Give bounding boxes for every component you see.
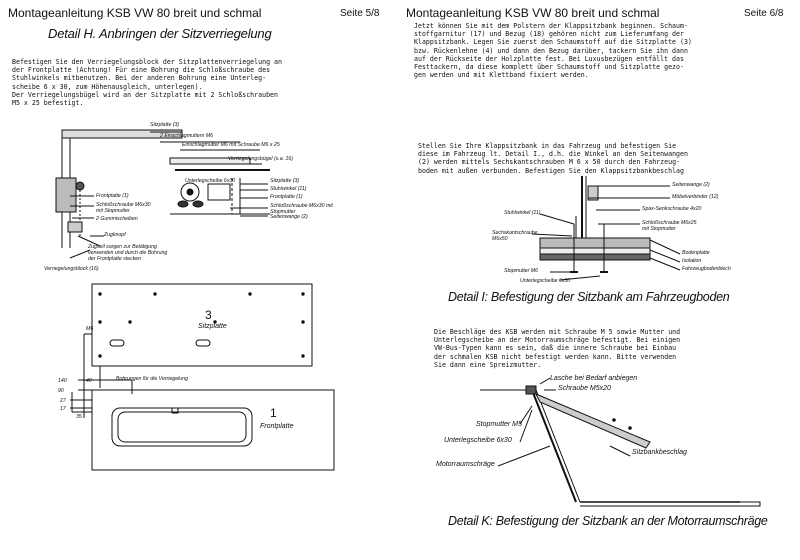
label-schraube: Schraube M5x20 (558, 385, 611, 392)
label-seitenwange: Seitenwange (2) (672, 182, 710, 188)
label-verriegelungsblock: Verriegelungsblock (16) (44, 266, 99, 272)
label-sechskantschraube: Sechskantschraube M6x50 (492, 230, 538, 242)
header-title: Montageanleitung KSB VW 80 breit und sch… (8, 6, 262, 20)
dimension-40: 40 (86, 378, 92, 384)
label-gummischeiben: 2 Gummischeiben (96, 216, 138, 222)
label-stuhlwinkel: Stuhlwinkel (11) (270, 186, 307, 192)
text-line: M5 x 25 befestigt. (12, 99, 84, 108)
page-number: Seite 6/8 (744, 8, 784, 19)
label-unterlegscheibe: Unterlegscheibe 6x30 (444, 437, 512, 444)
label-schlossschraube: Schloßschraube M6x30 mit Stopmutter (96, 202, 151, 214)
text-line: VW-Bus-Typen kann es sein, daß die inner… (434, 344, 677, 353)
label-frontplatte-plate: Frontplatte (260, 423, 294, 430)
label-stuhlwinkel: Stuhlwinkel (11) (504, 210, 541, 216)
caption-detail-i: Detail I: Befestigung der Sitzbank am Fa… (448, 290, 730, 304)
label-motorraumschraege: Motorraumschräge (436, 461, 495, 468)
label-unterlegscheibe: Unterlegscheibe 6x30 (185, 178, 236, 184)
dimension-90: 90 (58, 388, 64, 394)
mounting-text: Stellen Sie Ihre Klappsitzbank in das Fa… (418, 142, 688, 175)
dimension-140: 140 (58, 378, 67, 384)
left-page: Montageanleitung KSB VW 80 breit und sch… (0, 6, 400, 482)
text-line: (2) werden mittels Sechskantschrauben M … (418, 158, 681, 167)
text-line: stoffgarnitur (17) und Bezug (18) gehöre… (414, 30, 684, 39)
label-sitzplatte-right: Sitzplatte (3) (270, 178, 300, 184)
floor-mounting-drawing (531, 176, 681, 281)
text-line: auf der Rückseite der Holzplatte fest. B… (414, 54, 684, 63)
header-title: Montageanleitung KSB VW 80 breit und sch… (406, 6, 660, 20)
upholstery-text: Jetzt können Sie mit dem Polstern der Kl… (414, 22, 692, 79)
text-line: Befestigen Sie den Verriegelungsblock de… (12, 58, 282, 66)
label-stopmutter: Stopmutter M6 (504, 268, 539, 274)
dimension-35: 35 (76, 414, 82, 420)
text-line: Stellen Sie Ihre Klappsitzbank in das Fa… (418, 142, 677, 150)
label-frontplatte-right: Frontplatte (1) (270, 194, 303, 200)
label-bodenplatte: Bodenplatte (682, 250, 710, 256)
label-unterlegscheibe: Unterlegscheibe 6x30 (520, 278, 571, 284)
label-stopmutter: Stopmutter M5 (476, 421, 522, 428)
text-line: boden mit außen verbunden. Befestigen Si… (418, 166, 684, 175)
label-schlossschraube: Schloßschraube M6x25 mit Stopmutter (642, 220, 697, 232)
label-frontplatte-left: Frontplatte (1) (96, 193, 129, 199)
locking-assembly-diagram: Sitzplatte (3) 2 Einschlagmuttern M6 Ein… (0, 118, 400, 288)
text-line: der schmalen KSB nicht befestigt werden … (434, 352, 677, 361)
label-isolation: Isolation (682, 258, 702, 264)
text-line: Unterlegscheibe an der Motorraumschräge … (434, 336, 681, 345)
text-line: der Frontplatte (Achtung! Für eine Bohru… (12, 66, 271, 75)
instructions-text: Befestigen Sie den Verriegelungsblock de… (12, 58, 282, 107)
label-schlossschraube-right: Schloßschraube M6x30 mit Stopmutter (270, 203, 333, 215)
floor-mounting-diagram: Seitenwange (2) Möbelverbinder (12) Spax… (400, 176, 800, 288)
engine-slope-diagram: Lasche bei Bedarf anbiegen Schraube M5x2… (400, 375, 800, 510)
label-seitenwange: Seitenwange (2) (270, 214, 308, 220)
text-line: Jetzt können Sie mit dem Polstern der Kl… (414, 22, 688, 30)
section-heading: Detail H. Anbringen der Sitzverriegelung (48, 26, 272, 41)
label-frontplatte-number: 1 (270, 406, 277, 420)
locking-assembly-drawing (55, 129, 270, 259)
label-zugseil: Zugseil sorgen zur Betätigung verwenden … (88, 244, 168, 262)
text-line: Stuhlwinkels mitbenutzen. Bei der andere… (12, 74, 267, 83)
label-lasche: Lasche bei Bedarf anbiegen (550, 375, 638, 382)
label-einschlagmutter-schraube: Einschlagmutter M6 mit Schraube M6 x 25 (182, 142, 280, 148)
caption-detail-k: Detail K: Befestigung der Sitzbank an de… (448, 514, 768, 528)
text-line: Sie dann eine Spreizmutter. (434, 360, 542, 369)
page-number: Seite 5/8 (340, 8, 380, 19)
text-line: Der Verriegelungsbügel wird an der Sitzp… (12, 90, 278, 99)
text-line: bzw. Rückenlehne (4) und dann den Bezug … (414, 46, 688, 55)
engine-slope-drawing (480, 377, 761, 507)
plate-drilling-drawing (70, 283, 335, 471)
text-line: scheibe 6 x 30, zum Höhenausgleich, unte… (12, 82, 203, 91)
label-spax-senkschraube: Spax-Senkschraube 4x20 (642, 206, 702, 212)
label-sitzplatte: Sitzplatte (3) (150, 122, 180, 128)
label-sitzplatte-number: 3 (205, 308, 212, 322)
plate-drilling-diagram: 3 Sitzplatte 1 Frontplatte Bohrungen für… (0, 282, 400, 482)
text-line: Festtackern, da diese komplett über Scha… (414, 63, 684, 72)
label-moebelverbinder: Möbelverbinder (12) (672, 194, 719, 200)
label-zugknopf: Zugknopf (104, 232, 126, 238)
dimension-17: 17 (60, 406, 66, 412)
text-line: Klappsitzbank. Legen Sie zuerst den Scha… (414, 38, 692, 47)
text-line: Die Beschläge des KSB werden mit Schraub… (434, 328, 681, 336)
dimension-m6: M6 (86, 326, 94, 332)
label-bohrungen: Bohrungen für die Verriegelung (116, 376, 188, 382)
label-einschlagmutter: 2 Einschlagmuttern M6 (160, 133, 214, 139)
label-fahrzeugbodenblech: Fahrzeugbodenblech (682, 266, 731, 272)
dimension-27: 27 (60, 398, 66, 404)
label-sitzplatte-plate: Sitzplatte (198, 323, 227, 330)
fitting-text: Die Beschläge des KSB werden mit Schraub… (434, 328, 680, 369)
text-line: diese im Fahrzeug lt. Detail I., d.h. di… (418, 150, 688, 159)
text-line: gen werden und mit Klettband fixiert wer… (414, 71, 589, 80)
label-sitzbankbeschlag: Sitzbankbeschlag (632, 449, 687, 456)
label-verriegelungsbuegel: Verriegelungsbügel (s.a. 16) (228, 156, 293, 162)
right-page: Montageanleitung KSB VW 80 breit und sch… (400, 0, 800, 560)
